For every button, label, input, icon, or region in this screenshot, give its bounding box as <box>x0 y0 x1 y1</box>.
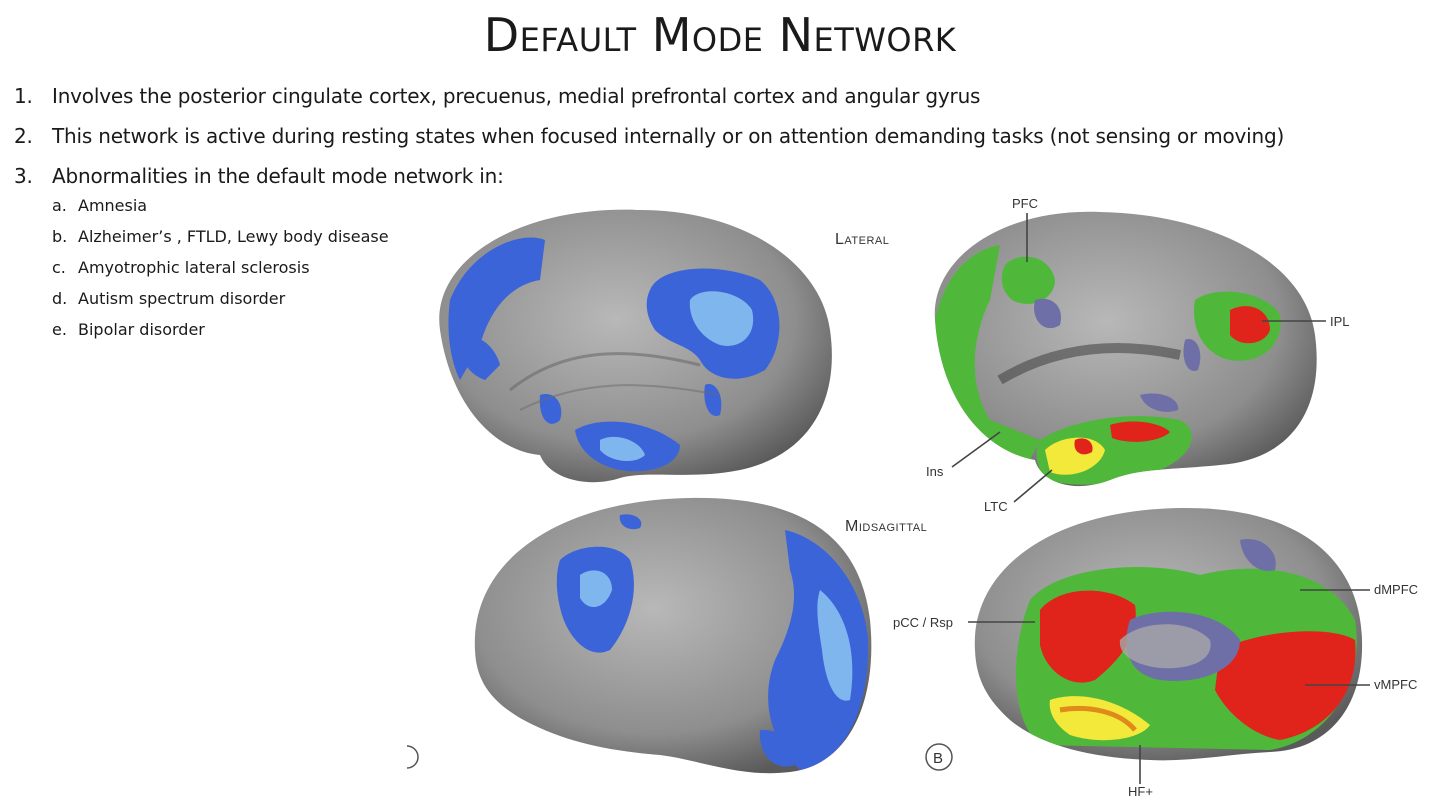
list-item: 1. Involves the posterior cingulate corte… <box>14 76 1284 116</box>
list-item: 2. This network is active during resting … <box>14 116 1284 156</box>
main-points-list: 1. Involves the posterior cingulate corte… <box>14 76 1284 196</box>
sub-item-letter: c. <box>52 258 66 277</box>
sub-list-item: e. Bipolar disorder <box>52 314 389 345</box>
sub-item-text: Bipolar disorder <box>78 320 205 339</box>
sub-item-text: Amyotrophic lateral sclerosis <box>78 258 310 277</box>
region-label-vmpfc: vMPFC <box>1374 677 1417 692</box>
leader-line-ltc <box>1013 469 1053 503</box>
region-label-ins: Ins <box>926 464 944 479</box>
sub-item-text: Alzheimer’s , FTLD, Lewy body disease <box>78 227 389 246</box>
sub-item-letter: b. <box>52 227 68 246</box>
region-label-pcc-rsp: pCC / Rsp <box>893 615 953 630</box>
section-label-midsagittal: Midsagittal <box>845 518 927 535</box>
sub-item-text: Amnesia <box>78 196 148 215</box>
region-label-pfc: PFC <box>1012 196 1038 211</box>
sub-item-text: Autism spectrum disorder <box>78 289 286 308</box>
sub-list-item: c. Amyotrophic lateral sclerosis <box>52 252 389 283</box>
brain-lateral-multicolor <box>934 211 1317 487</box>
region-label-dmpfc: dMPFC <box>1374 582 1418 597</box>
item-number: 3. <box>14 164 33 188</box>
region-label-ltc: LTC <box>984 499 1008 514</box>
item-text: Abnormalities in the default mode networ… <box>52 164 504 188</box>
panel-marker-b-circle <box>925 743 953 771</box>
brain-midsagittal-multicolor <box>974 507 1363 761</box>
region-label-hf: HF+ <box>1128 784 1153 799</box>
panel-marker-b: B <box>933 750 943 767</box>
conditions-sublist: a. Amnesia b. Alzheimer’s , FTLD, Lewy bod… <box>52 190 389 345</box>
sub-item-letter: e. <box>52 320 67 339</box>
item-text: Involves the posterior cingulate cortex,… <box>52 84 981 108</box>
item-number: 1. <box>14 84 33 108</box>
brain-figure: Lateral Midsagittal PFC IPL Ins LTC dMPF… <box>406 196 1418 799</box>
section-label-lateral: Lateral <box>835 231 889 248</box>
item-number: 2. <box>14 124 33 148</box>
item-text: This network is active during resting st… <box>52 124 1285 148</box>
sub-list-item: d. Autism spectrum disorder <box>52 283 389 314</box>
brain-midsagittal-blue <box>474 497 872 774</box>
panel-marker-a-partial <box>406 745 419 769</box>
list-item: 3. Abnormalities in the default mode netw… <box>14 156 1284 196</box>
sub-list-item: b. Alzheimer’s , FTLD, Lewy body disease <box>52 221 389 252</box>
sub-item-letter: d. <box>52 289 68 308</box>
page-title: Default Mode Network <box>483 8 957 62</box>
leader-line-ins <box>951 431 1001 468</box>
sub-item-letter: a. <box>52 196 67 215</box>
brain-lateral-blue <box>439 209 832 483</box>
sub-list-item: a. Amnesia <box>52 190 389 221</box>
region-label-ipl: IPL <box>1330 314 1350 329</box>
